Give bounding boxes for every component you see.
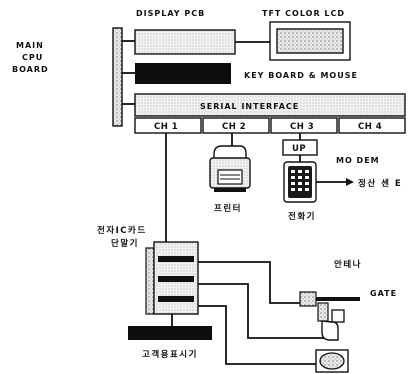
serial-interface-block [134,93,406,117]
gate-barrier-icon [299,291,360,341]
serial-interface-label: SERIAL INTERFACE [200,102,299,111]
main-cpu-board [112,27,123,127]
gate-label: GATE [370,289,397,298]
channel-4-box [338,117,406,134]
up-label: UP [292,144,306,154]
antenna-label: 안테나 [334,259,362,270]
phone-label: 전화기 [288,211,316,222]
display-pcb-label: DISPLAY PCB [136,9,205,18]
keyboard-mouse-label: KEY BOARD & MOUSE [244,71,358,80]
channel-4-label: CH 4 [358,122,382,132]
customer-display-label: 고객용표시기 [142,349,198,360]
terminal-reader-wire [198,305,316,365]
channel-2-box [202,117,270,134]
keyboard-mouse-block [135,63,231,84]
channel-1-box [134,117,202,134]
tft-lcd-screen [276,28,344,54]
channel-3-label: CH 3 [290,122,314,132]
main-cpu-label-line1: MAIN [16,41,44,50]
channel-1-label: CH 1 [154,122,178,132]
channel-2-label: CH 2 [222,122,246,132]
settlement-center-label: 정산 센 E [358,178,402,189]
card-terminal-label-line2: 단말기 [111,238,139,249]
display-pcb-board [134,29,236,55]
card-terminal-label-line1: 전자IC카드 [97,225,147,236]
main-cpu-label-line3: BOARD [12,65,49,74]
ic-card-terminal-icon [145,241,199,315]
channel-3-box [270,117,338,134]
main-cpu-label-line2: CPU [22,53,43,62]
terminal-antenna-wire [198,261,300,304]
printer-label: 프린터 [214,203,242,214]
tft-lcd-label: TFT COLOR LCD [262,9,345,18]
phone-icon [283,161,317,203]
card-reader-icon [315,349,349,373]
printer-icon [209,145,251,192]
arrow-to-settlement-icon [316,178,354,186]
modem-label: MO DEM [336,156,380,165]
customer-display-block [128,326,212,340]
